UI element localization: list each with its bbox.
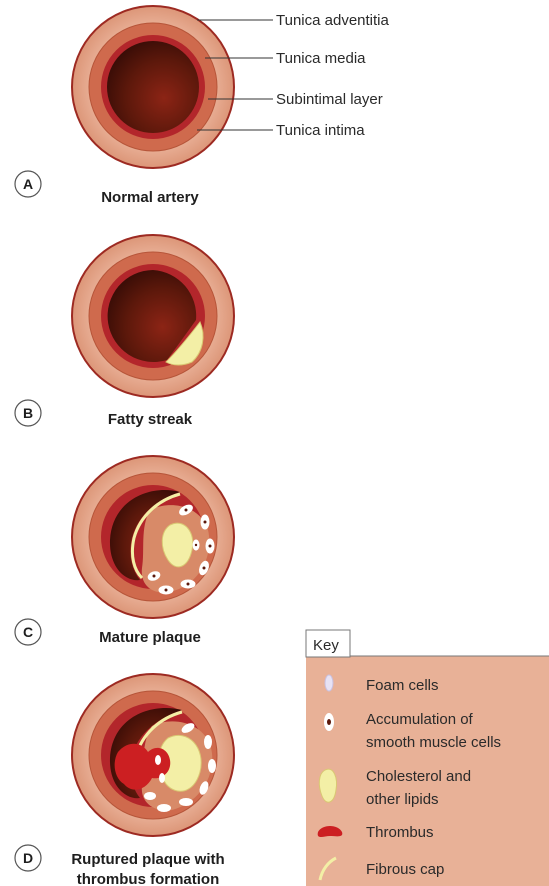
key-label-smooth-muscle-2: smooth muscle cells [366, 734, 501, 751]
caption-mature-plaque: Mature plaque [99, 629, 201, 646]
panel-d-ruptured-plaque: D Ruptured plaque with thrombus formatio… [15, 674, 234, 886]
caption-fatty-streak: Fatty streak [108, 411, 193, 428]
key-title: Key [313, 637, 339, 654]
key-label-smooth-muscle-1: Accumulation of [366, 711, 474, 728]
panel-letter-b: B [23, 405, 33, 421]
label-tunica-media: Tunica media [276, 50, 366, 67]
caption-ruptured-plaque-line1: Ruptured plaque with [71, 851, 224, 868]
key-label-foam-cells: Foam cells [366, 677, 439, 694]
panel-letter-d: D [23, 850, 33, 866]
foam-cell-icon [325, 675, 333, 691]
key-label-lipids-2: other lipids [366, 791, 439, 808]
caption-ruptured-plaque-line2: thrombus formation [77, 871, 220, 886]
key-label-thrombus: Thrombus [366, 824, 434, 841]
key-label-lipids-1: Cholesterol and [366, 768, 471, 785]
lumen [107, 41, 199, 133]
panel-b-fatty-streak: B Fatty streak [15, 235, 234, 428]
caption-normal-artery: Normal artery [101, 189, 199, 206]
label-subintimal-layer: Subintimal layer [276, 91, 383, 108]
panel-a-normal-artery: Tunica adventitia Tunica media Subintima… [15, 6, 390, 206]
label-tunica-adventitia: Tunica adventitia [276, 12, 390, 29]
label-tunica-intima: Tunica intima [276, 122, 365, 139]
panel-c-mature-plaque: C Mature plaque [15, 456, 234, 646]
legend-key: Key Foam cells Accumulation of smooth mu… [306, 630, 549, 886]
key-label-fibrous-cap: Fibrous cap [366, 861, 444, 878]
panel-letter-a: A [23, 176, 33, 192]
panel-letter-c: C [23, 624, 33, 640]
